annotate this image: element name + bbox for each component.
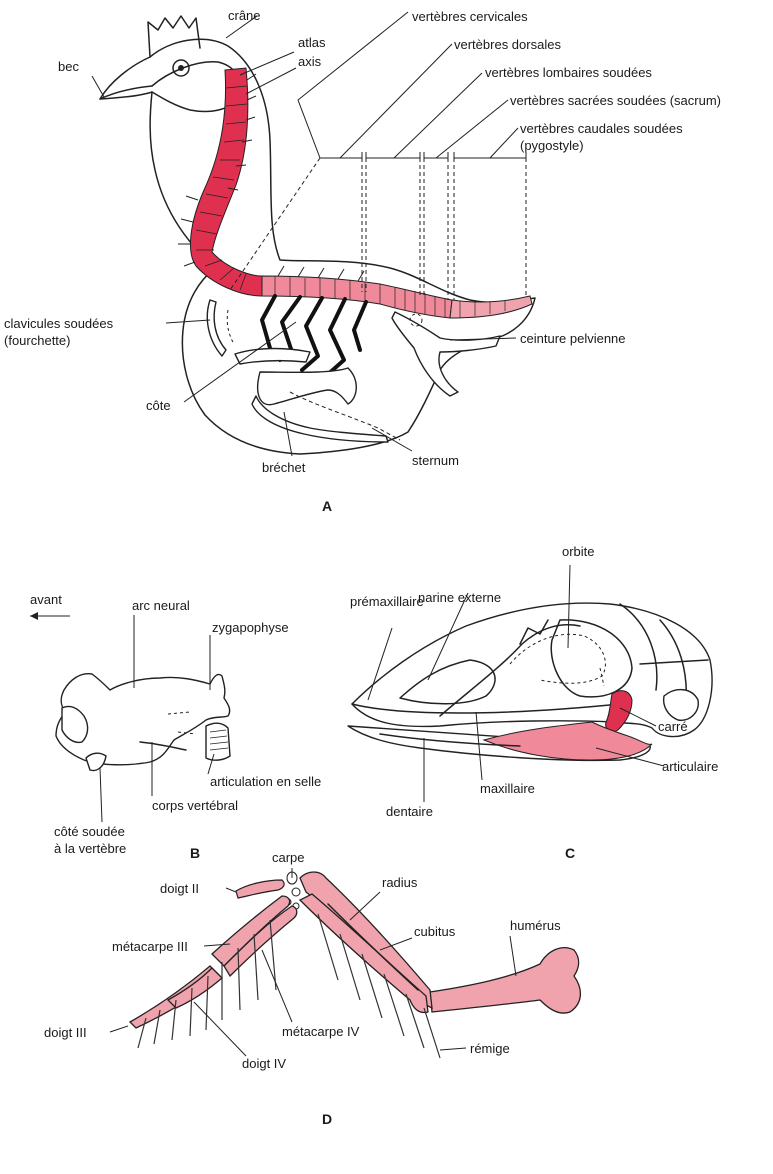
comb bbox=[148, 16, 200, 57]
label-vertebres-sacrees: vertèbres sacrées soudées (sacrum) bbox=[510, 93, 721, 108]
label-vertebres-caudales-1: vertèbres caudales soudées bbox=[520, 121, 683, 136]
label-cote-soudee-2: à la vertèbre bbox=[54, 841, 126, 856]
pelvic-girdle bbox=[392, 312, 500, 396]
label-radius: radius bbox=[382, 875, 418, 890]
humerus bbox=[430, 948, 580, 1013]
label-cote: côte bbox=[146, 398, 171, 413]
label-sternum: sternum bbox=[412, 453, 459, 468]
digit-ii bbox=[236, 880, 284, 898]
label-cote-soudee-1: côté soudée bbox=[54, 824, 125, 839]
saddle-articulation bbox=[206, 723, 230, 760]
label-atlas: atlas bbox=[298, 35, 326, 50]
label-axis: axis bbox=[298, 54, 322, 69]
label-maxillaire: maxillaire bbox=[480, 781, 535, 796]
label-dentaire: dentaire bbox=[386, 804, 433, 819]
label-bec: bec bbox=[58, 59, 79, 74]
caudal-vertebrae bbox=[450, 296, 532, 318]
label-doigt-iii: doigt III bbox=[44, 1025, 87, 1040]
radius-ulna-gap bbox=[328, 904, 418, 990]
label-articulation-en-selle: articulation en selle bbox=[210, 774, 321, 789]
coracoid bbox=[235, 349, 310, 365]
label-avant: avant bbox=[30, 592, 62, 607]
skull-outline-c bbox=[352, 603, 712, 736]
eye-pupil bbox=[178, 65, 184, 71]
panel-letter-c: C bbox=[565, 845, 575, 861]
label-vertebres-cervicales: vertèbres cervicales bbox=[412, 9, 528, 24]
label-carre: carré bbox=[658, 719, 688, 734]
label-premaxillaire: prémaxillaire bbox=[350, 594, 424, 609]
label-articulaire: articulaire bbox=[662, 759, 718, 774]
label-crane: crâne bbox=[228, 8, 261, 23]
panel-letter-d: D bbox=[322, 1111, 332, 1127]
label-vertebres-lombaires: vertèbres lombaires soudées bbox=[485, 65, 652, 80]
ribs bbox=[262, 296, 366, 376]
label-clavicules-2: (fourchette) bbox=[4, 333, 70, 348]
label-brechet: bréchet bbox=[262, 460, 306, 475]
furcula bbox=[207, 300, 226, 356]
fused-rib-stub bbox=[86, 753, 106, 770]
avant-arrowhead bbox=[30, 612, 38, 620]
panel-letter-b: B bbox=[190, 845, 200, 861]
label-vertebres-dorsales: vertèbres dorsales bbox=[454, 37, 561, 52]
label-arc-neural: arc neural bbox=[132, 598, 190, 613]
label-cubitus: cubitus bbox=[414, 924, 456, 939]
label-orbite: orbite bbox=[562, 544, 595, 559]
label-remige: rémige bbox=[470, 1041, 510, 1056]
label-doigt-iv: doigt IV bbox=[242, 1056, 286, 1071]
sternum bbox=[258, 368, 357, 405]
label-vertebres-caudales-2: (pygostyle) bbox=[520, 138, 584, 153]
panel-letter-a: A bbox=[322, 498, 332, 514]
label-ceinture-pelvienne: ceinture pelvienne bbox=[520, 331, 626, 346]
panel-d-wing: carpe radius doigt II cubitus humérus mé… bbox=[44, 850, 580, 1127]
label-narine-externe: narine externe bbox=[418, 590, 501, 605]
panel-b-vertebra: avant arc neural zygapophyse articulatio… bbox=[30, 592, 321, 861]
cervical-vertebrae bbox=[190, 68, 262, 296]
panel-a-bird-skeleton: crâne vertèbres cervicales atlas vertèbr… bbox=[4, 8, 721, 514]
label-zygapophyse: zygapophyse bbox=[212, 620, 289, 635]
panel-c-skull: orbite prémaxillaire narine externe carr… bbox=[348, 544, 718, 861]
label-clavicules-1: clavicules soudées bbox=[4, 316, 114, 331]
label-doigt-ii: doigt II bbox=[160, 881, 199, 896]
ulna bbox=[300, 894, 428, 1013]
label-humerus: humérus bbox=[510, 918, 561, 933]
label-metacarpe-iv: métacarpe IV bbox=[282, 1024, 360, 1039]
furcula-dashed bbox=[227, 310, 234, 344]
label-corps-vertebral: corps vertébral bbox=[152, 798, 238, 813]
label-metacarpe-iii: métacarpe III bbox=[112, 939, 188, 954]
label-carpe: carpe bbox=[272, 850, 305, 865]
